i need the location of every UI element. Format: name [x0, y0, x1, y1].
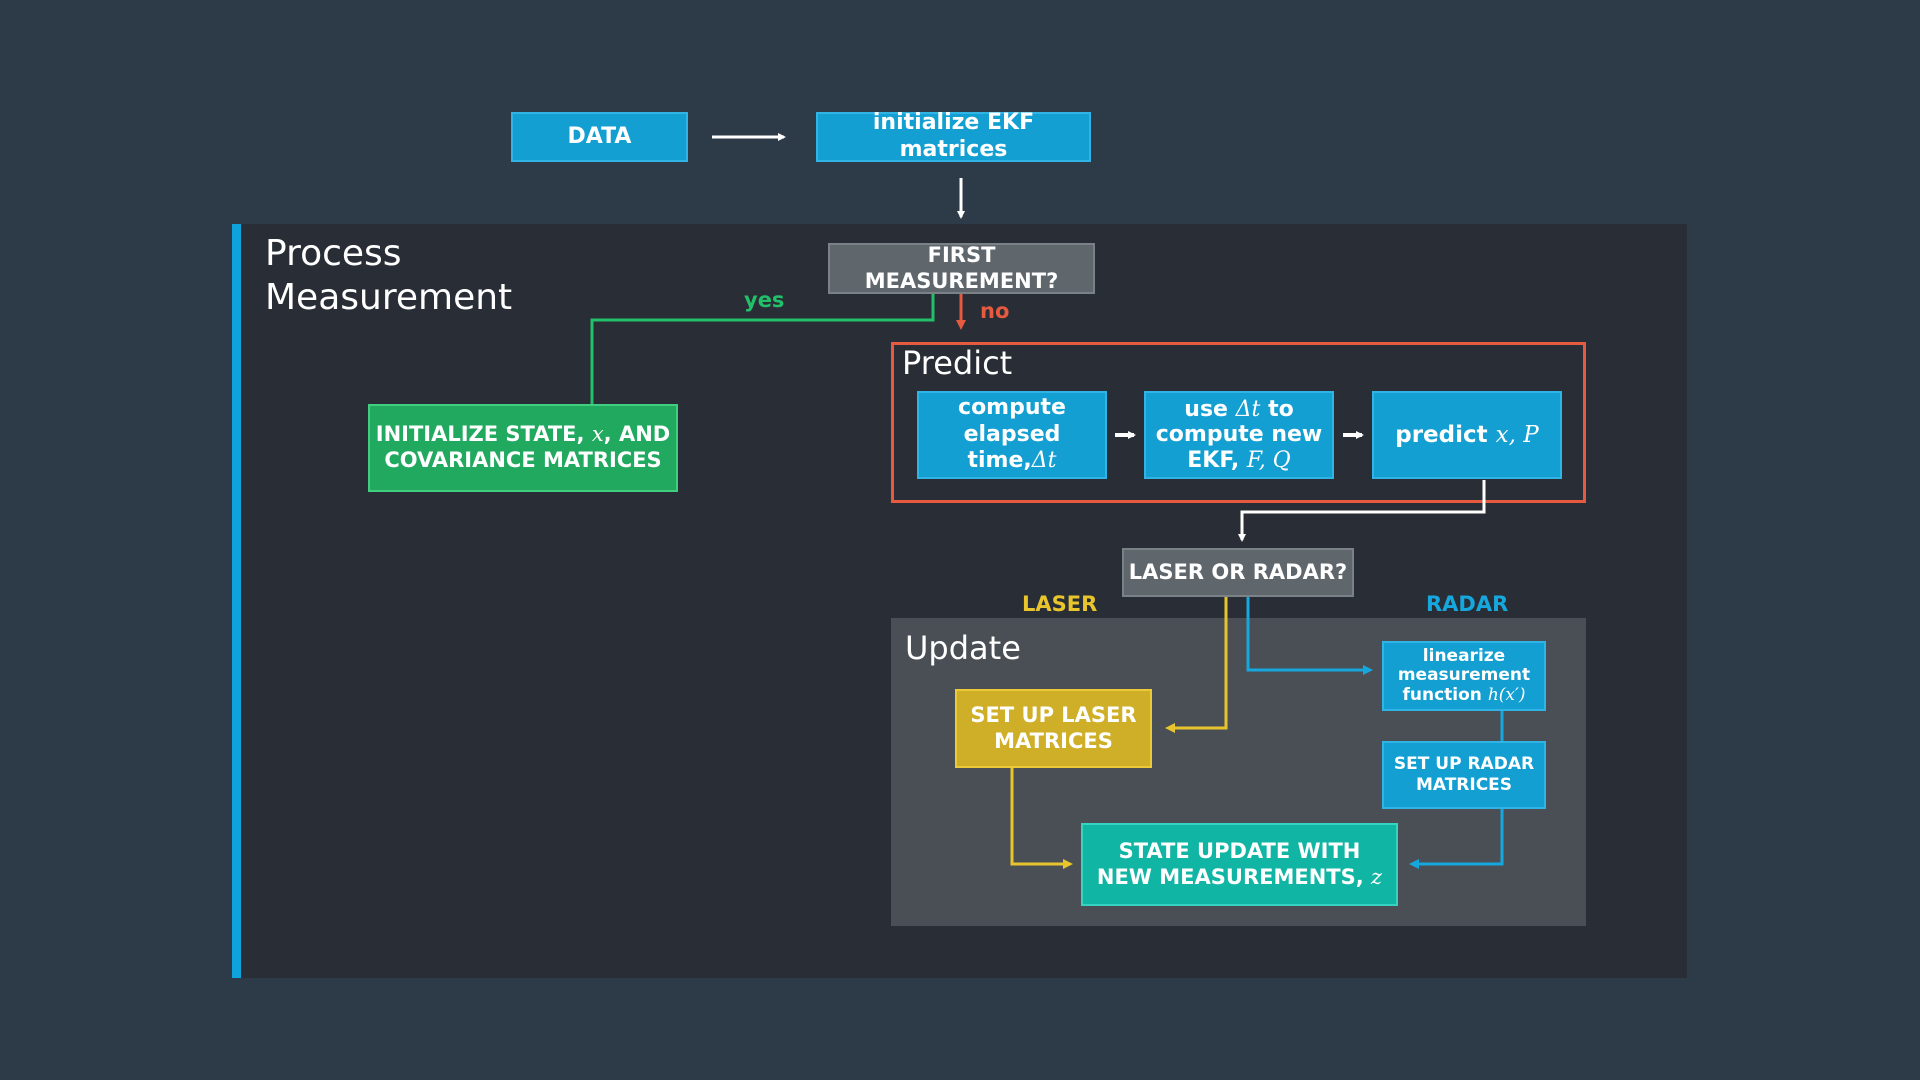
- process-panel-accent-bar: [232, 224, 241, 978]
- state-update-box: STATE UPDATE WITH NEW MEASUREMENTS, z: [1081, 823, 1398, 906]
- state-update-line2-text: NEW MEASUREMENTS,: [1096, 864, 1364, 889]
- laser-or-radar-decision: LASER OR RADAR?: [1122, 548, 1354, 597]
- compute-line2: elapsed time,Δt: [919, 422, 1105, 476]
- initialize-state-box: INITIALIZE STATE, x, AND COVARIANCE MATR…: [368, 404, 678, 492]
- use-line2: compute new: [1155, 422, 1323, 448]
- first-measurement-label: FIRST MEASUREMENT?: [864, 242, 1059, 293]
- predict-math-xp: x, P: [1495, 421, 1539, 448]
- state-update-math-z: z: [1371, 864, 1383, 889]
- linearize-line1: linearize: [1422, 645, 1506, 666]
- state-update-line1: STATE UPDATE WITH: [1118, 838, 1361, 863]
- predict-title: Predict: [902, 344, 1013, 382]
- use-math-dt: Δt: [1235, 397, 1261, 423]
- radar-branch-label: RADAR: [1426, 592, 1509, 616]
- process-title-line2: Measurement: [265, 277, 513, 318]
- radar-matrices-line2: MATRICES: [1415, 775, 1513, 795]
- initialize-state-line2: COVARIANCE MATRICES: [384, 448, 662, 472]
- laser-matrices-line1: SET UP LASER: [970, 702, 1137, 727]
- initialize-state-text-a: INITIALIZE STATE,: [375, 422, 585, 447]
- linearize-line3-text: function: [1402, 684, 1482, 705]
- state-update-line2: NEW MEASUREMENTS, z: [1097, 865, 1382, 891]
- compute-elapsed-time-box: compute elapsed time,Δt: [917, 391, 1107, 479]
- initialize-ekf-box: initialize EKF matrices: [816, 110, 1091, 162]
- compute-line2-text: elapsed time,: [963, 421, 1061, 474]
- predict-x-p-box: predict x, P: [1372, 391, 1562, 479]
- first-measurement-decision: FIRST MEASUREMENT?: [828, 243, 1095, 294]
- initialize-state-math-x: x: [591, 422, 604, 447]
- predict-panel: [891, 342, 1586, 503]
- laser-branch-label: LASER: [1022, 592, 1098, 616]
- initialize-state-text-b: , AND: [603, 422, 671, 447]
- use-line3: EKF, F, Q: [1187, 448, 1290, 473]
- use-line1: use Δt to: [1184, 397, 1293, 422]
- initialize-ekf-label: initialize EKF matrices: [872, 110, 1035, 162]
- initialize-state-line1: INITIALIZE STATE, x, AND: [376, 422, 670, 448]
- compute-line1: compute: [958, 394, 1066, 420]
- use-math-fq: F, Q: [1246, 447, 1291, 473]
- compute-math-dt: Δt: [1031, 448, 1057, 474]
- linearize-line3: function h(x′): [1402, 684, 1526, 706]
- set-up-radar-matrices-box: SET UP RADAR MATRICES: [1382, 741, 1546, 809]
- linearize-line2: measurement: [1397, 665, 1531, 686]
- laser-matrices-line2: MATRICES: [994, 728, 1113, 753]
- set-up-laser-matrices-box: SET UP LASER MATRICES: [955, 689, 1152, 768]
- yes-label: yes: [744, 288, 785, 312]
- use-line1-text-a: use: [1184, 397, 1228, 423]
- linearize-math-hx: h(x′): [1487, 684, 1526, 705]
- update-title: Update: [905, 629, 1021, 667]
- radar-matrices-line1: SET UP RADAR: [1393, 754, 1535, 775]
- use-line1-text-b: to: [1268, 397, 1294, 423]
- data-label: DATA: [567, 123, 632, 149]
- process-title-line1: Process: [265, 233, 402, 274]
- use-line3-text: EKF,: [1187, 447, 1240, 473]
- process-measurement-title: Process Measurement: [265, 232, 512, 320]
- no-label: no: [980, 299, 1010, 323]
- linearize-measurement-box: linearize measurement function h(x′): [1382, 641, 1546, 711]
- predict-label: predict: [1395, 421, 1488, 448]
- use-dt-compute-ekf-box: use Δt to compute new EKF, F, Q: [1144, 391, 1334, 479]
- laser-or-radar-label: LASER OR RADAR?: [1128, 559, 1348, 584]
- data-box: DATA: [511, 112, 688, 162]
